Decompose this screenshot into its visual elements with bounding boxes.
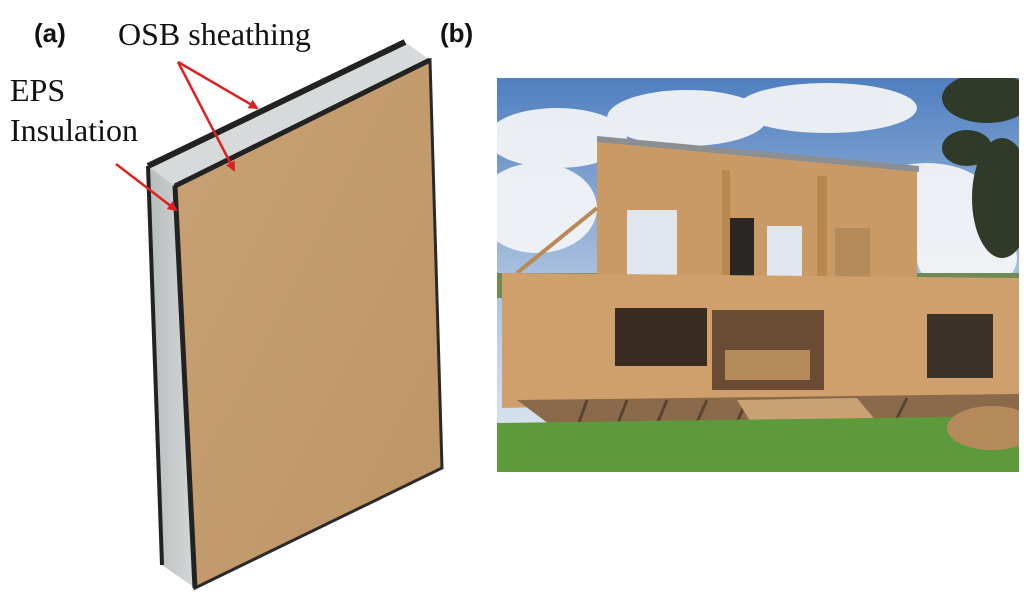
upper-opening-3 bbox=[767, 226, 802, 280]
tree bbox=[942, 78, 1019, 258]
panel-top-face bbox=[148, 42, 430, 186]
roof-line bbox=[597, 136, 919, 172]
upper-opening-2 bbox=[729, 218, 754, 280]
lower-window-right bbox=[927, 314, 993, 378]
front-osb-left-edge bbox=[172, 185, 198, 589]
osb-arrow-front bbox=[176, 61, 236, 172]
sip-panel-diagram bbox=[115, 39, 444, 591]
panel-b-label: (b) bbox=[440, 18, 474, 48]
back-osb-side-edge bbox=[146, 165, 164, 566]
doorway-interior bbox=[725, 350, 810, 380]
upper-opening-4 bbox=[835, 228, 870, 280]
back-osb-top-edge bbox=[146, 39, 407, 169]
eps-label-line1: EPS bbox=[10, 72, 66, 108]
brace bbox=[515, 206, 599, 275]
eps-arrow bbox=[115, 163, 178, 212]
dirt-mound bbox=[947, 406, 1019, 450]
sip-house-photo bbox=[497, 78, 1019, 472]
grass bbox=[497, 416, 1019, 472]
panel-a-label: (a) bbox=[34, 18, 66, 48]
osb-sheathing-label: OSB sheathing bbox=[118, 16, 311, 52]
front-osb-top-edge bbox=[173, 57, 432, 189]
osb-arrow-top bbox=[177, 60, 259, 110]
upper-opening-1 bbox=[627, 210, 677, 280]
lower-window-left bbox=[615, 308, 707, 366]
eps-label-line2: Insulation bbox=[10, 112, 138, 148]
upper-post-2 bbox=[817, 176, 827, 288]
upper-post-1 bbox=[722, 170, 730, 288]
deck-sheet bbox=[737, 398, 877, 424]
